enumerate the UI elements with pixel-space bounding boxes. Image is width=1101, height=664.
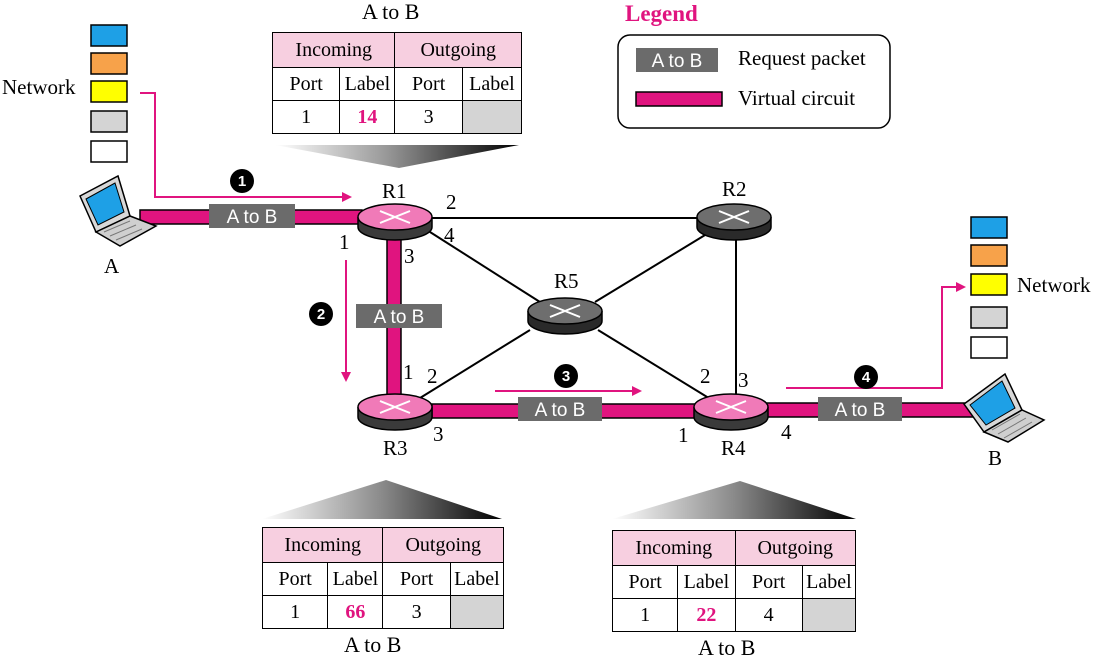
- legend-vc-swatch: [635, 91, 723, 107]
- table-r1-in-port: 1: [271, 100, 341, 134]
- router-r1: [357, 203, 433, 241]
- table-r4-out-label: [801, 598, 857, 632]
- port-r4-2: 2: [700, 364, 711, 388]
- table-r1-caption: A to B: [362, 0, 420, 24]
- table-r1-out-port-header: Port: [394, 67, 463, 101]
- laptop-b-icon: [962, 372, 1046, 443]
- table-r4: Incoming Outgoing Port Label Port Label …: [611, 530, 857, 632]
- router-r4-label: R4: [721, 436, 746, 460]
- port-r4-1: 1: [678, 423, 689, 447]
- table-pointer-r3: [262, 480, 502, 519]
- network-label-left: Network: [2, 75, 76, 99]
- table-r4-in-port: 1: [611, 598, 679, 632]
- host-a-label: A: [104, 254, 120, 278]
- step-markers: 1 2 3 4: [230, 169, 878, 389]
- router-r5: [527, 297, 603, 335]
- step-4: 4: [862, 369, 871, 386]
- links: [419, 217, 737, 401]
- table-r4-in-label: 22: [677, 598, 736, 632]
- table-r3-label-header: Label: [327, 562, 384, 596]
- table-r4-out-label-header: Label: [801, 565, 857, 599]
- arrow-step-1: [140, 92, 352, 202]
- table-r4-out-port: 4: [734, 598, 803, 632]
- table-r4-out-port-header: Port: [734, 565, 803, 599]
- port-r4-3: 3: [738, 368, 749, 392]
- legend-title: Legend: [625, 1, 698, 26]
- link-r1-r5: [429, 231, 541, 303]
- port-r1-2: 2: [446, 190, 457, 214]
- table-r4-port-header: Port: [611, 565, 679, 599]
- table-r3: Incoming Outgoing Port Label Port Label …: [261, 527, 505, 629]
- laptop-a-icon: [79, 174, 158, 247]
- step-2: 2: [317, 306, 325, 323]
- layer-stack-left-icon: [90, 24, 128, 163]
- table-r3-out-port-header: Port: [382, 562, 451, 596]
- legend-packet-sample-box: [636, 48, 718, 72]
- table-r3-port-header: Port: [261, 562, 329, 596]
- packet-box-1: [209, 204, 295, 228]
- packet-label-4: A to B: [835, 400, 886, 421]
- packet-label-3: A to B: [535, 400, 586, 421]
- table-pointer-r4: [612, 481, 856, 519]
- step-1: 1: [238, 173, 246, 190]
- table-r1-in-label: 14: [339, 100, 396, 134]
- port-r1-4: 4: [444, 223, 455, 247]
- table-r1-out-port: 3: [394, 100, 463, 134]
- legend-virtual-circuit-label: Virtual circuit: [738, 86, 856, 110]
- table-r3-out-port: 3: [382, 595, 451, 629]
- step-3: 3: [562, 368, 570, 385]
- table-r4-incoming: Incoming: [612, 530, 736, 566]
- table-r3-in-port: 1: [261, 595, 329, 629]
- link-r2-r5: [594, 231, 711, 303]
- router-r4: [693, 393, 769, 431]
- table-r3-in-label: 66: [327, 595, 384, 629]
- packet-box-2: [356, 304, 442, 328]
- table-r1-out-label-header: Label: [461, 67, 523, 101]
- table-r1-out-label: [461, 100, 523, 134]
- link-r3-r5: [419, 329, 531, 399]
- port-r4-4: 4: [781, 420, 792, 444]
- table-r4-caption: A to B: [698, 635, 756, 660]
- port-r3-1: 1: [403, 360, 414, 384]
- packet-box-3: [518, 397, 602, 421]
- table-r4-label-header: Label: [677, 565, 736, 599]
- packet-label-1: A to B: [227, 207, 278, 228]
- table-r3-caption: A to B: [344, 632, 402, 657]
- table-r1-outgoing: Outgoing: [394, 32, 522, 68]
- host-b-label: B: [988, 446, 1003, 470]
- packet-label-2: A to B: [374, 307, 425, 328]
- port-r3-3: 3: [433, 422, 444, 446]
- table-r3-incoming: Incoming: [261, 527, 384, 563]
- legend-packet-sample: A to B: [652, 51, 703, 72]
- network-label-right: Network: [1017, 273, 1091, 297]
- router-r3: [357, 393, 433, 431]
- table-r3-out-label: [449, 595, 505, 629]
- link-r5-r4: [597, 329, 713, 401]
- table-r4-outgoing: Outgoing: [734, 530, 856, 566]
- table-r1-incoming: Incoming: [271, 32, 396, 68]
- port-r3-2: 2: [427, 364, 438, 388]
- layer-stack-right-icon: [970, 216, 1008, 359]
- port-r1-3: 3: [404, 244, 415, 268]
- legend-request-packet-label: Request packet: [738, 46, 866, 70]
- packet-box-4: [818, 397, 902, 421]
- port-r1-1: 1: [339, 230, 350, 254]
- table-r1: Incoming Outgoing Port Label Port Label …: [271, 32, 523, 134]
- table-r1-label-header: Label: [339, 67, 396, 101]
- router-r3-label: R3: [383, 436, 408, 460]
- table-r1-port-header: Port: [271, 67, 341, 101]
- router-r5-label: R5: [554, 269, 579, 293]
- router-r1-label: R1: [382, 179, 407, 203]
- direction-arrows: [140, 92, 966, 396]
- table-r3-out-label-header: Label: [449, 562, 505, 596]
- table-r3-outgoing: Outgoing: [382, 527, 504, 563]
- router-r2-label: R2: [722, 177, 747, 201]
- packets: A to B A to B A to B A to B: [209, 204, 902, 421]
- router-r2: [696, 203, 772, 241]
- table-pointer-r1: [275, 145, 519, 168]
